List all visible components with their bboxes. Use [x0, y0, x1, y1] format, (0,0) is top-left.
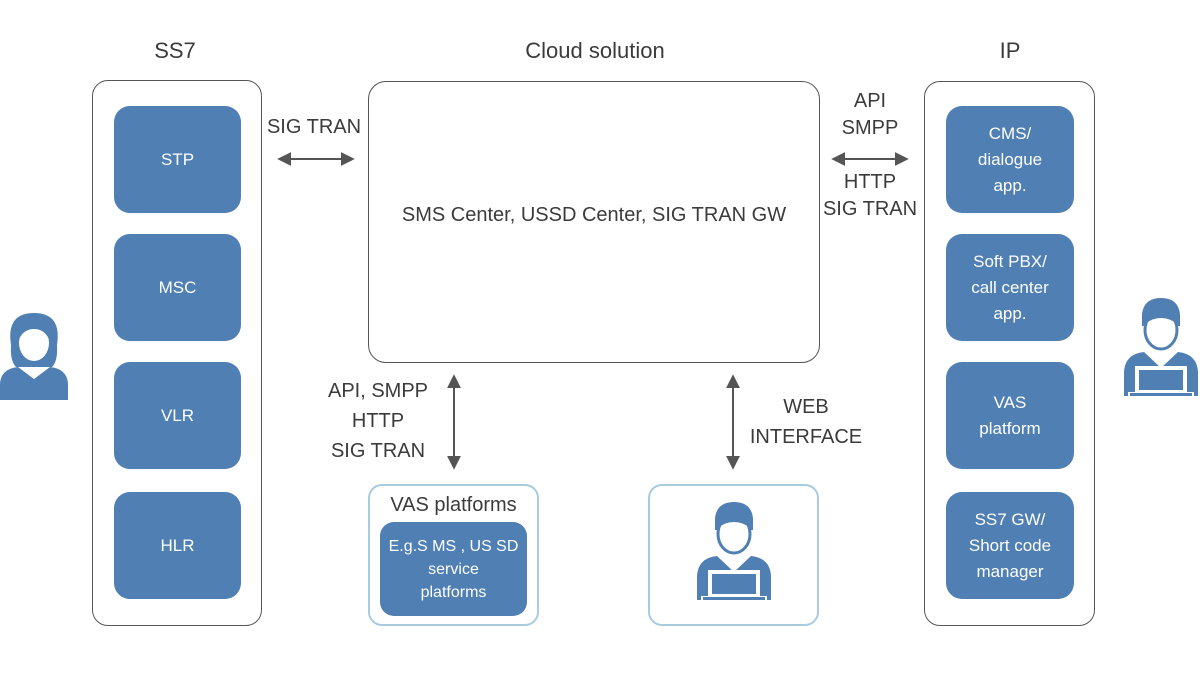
cloud-solution-text: SMS Center, USSD Center, SIG TRAN GW — [401, 203, 787, 226]
ss7-tile-vlr: VLR — [114, 362, 241, 469]
cloud-solution-box: SMS Center, USSD Center, SIG TRAN GW — [368, 81, 820, 363]
ip-heading: IP — [999, 38, 1021, 63]
ip-tile-cms: CMS/ dialogue app. — [946, 106, 1074, 213]
user-laptop-icon — [697, 502, 771, 601]
ip-tile-soft-pbx: Soft PBX/ call center app. — [946, 234, 1074, 341]
vas-platforms-inner: E.g.S MS , US SD service platforms — [380, 522, 527, 616]
cloud-ip-protocols-label: API SMPP HTTP SIG TRAN — [822, 90, 918, 220]
woman-user-icon — [0, 313, 68, 400]
cloud-heading: Cloud solution — [525, 38, 665, 63]
ss7-tile-stp: STP — [114, 106, 241, 213]
ss7-tile-msc: MSC — [114, 234, 241, 341]
ip-tile-vas-platform: VAS platform — [946, 362, 1074, 469]
ss7-heading: SS7 — [154, 38, 196, 63]
user-laptop-icon — [1124, 298, 1198, 397]
web-interface-label: WEB INTERFACE — [749, 396, 863, 448]
sig-tran-label: SIG TRAN — [266, 116, 362, 138]
ss7-tile-hlr: HLR — [114, 492, 241, 599]
cloud-vas-protocols-label: API, SMPP HTTP SIG TRAN — [327, 380, 429, 462]
vas-platforms-title: VAS platforms — [390, 494, 517, 516]
ip-tile-ss7-gw: SS7 GW/ Short code manager — [946, 492, 1074, 599]
